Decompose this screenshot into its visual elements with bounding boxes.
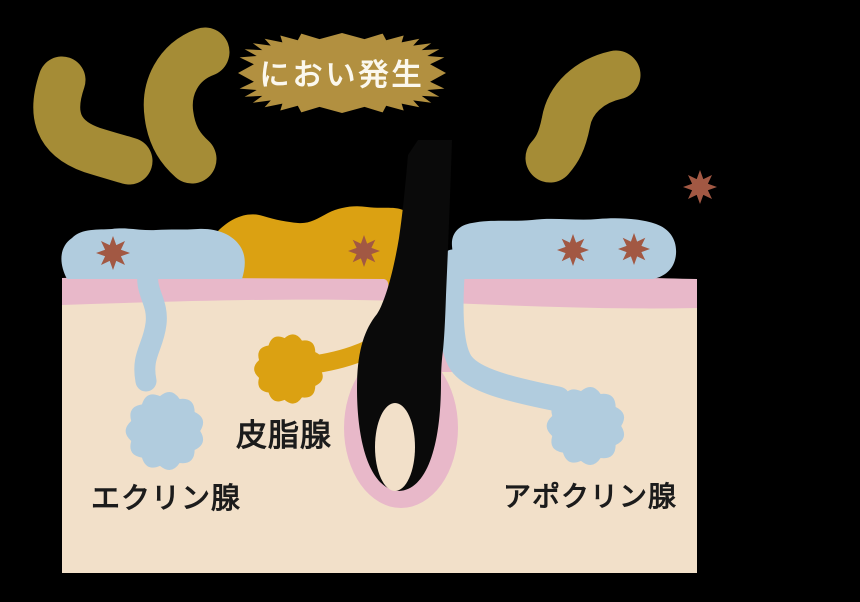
sweat-puddle-left xyxy=(61,228,245,279)
bacteria-starburst-icon xyxy=(348,235,380,267)
sebum-surface-puddle xyxy=(205,206,421,346)
label-sebaceous-gland: 皮脂腺 xyxy=(236,418,332,454)
skin-epidermis-band xyxy=(62,271,697,309)
hair-papilla xyxy=(375,403,415,491)
bacteria-starburst-icon xyxy=(683,170,717,204)
bacteria-starburst-icon xyxy=(96,236,130,270)
eccrine-duct xyxy=(134,257,167,392)
sebaceous-gland xyxy=(254,334,323,404)
bacteria-starburst-icon xyxy=(557,234,589,266)
apocrine-gland xyxy=(546,386,625,466)
odor-wisp-icon xyxy=(33,56,153,185)
bacteria-group xyxy=(96,233,650,270)
odor-wisp-icon xyxy=(525,50,641,183)
label-apocrine-gland: アポクリン腺 xyxy=(503,480,677,513)
bacteria-starburst-icon xyxy=(618,233,650,265)
odor-wisp-group xyxy=(33,27,641,185)
badge-burst-shape xyxy=(238,33,446,113)
odor-badge: におい発生 xyxy=(238,33,446,113)
label-eccrine-gland: エクリン腺 xyxy=(91,481,241,515)
apocrine-duct xyxy=(438,249,571,412)
eccrine-gland xyxy=(125,391,204,471)
hair-follicle xyxy=(357,140,452,491)
badge-label: におい発生 xyxy=(260,58,425,93)
odor-wisp-icon xyxy=(143,27,230,184)
